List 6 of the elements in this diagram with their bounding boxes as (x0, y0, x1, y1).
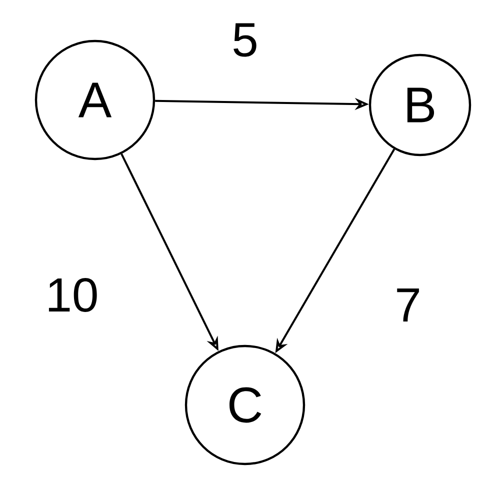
edge-label: 5 (230, 21, 260, 59)
circle-node: A (34, 40, 156, 160)
edge-label: 10 (43, 276, 101, 314)
circle-node: C (184, 344, 306, 466)
circle-node: B (368, 54, 472, 156)
edge-label: 7 (392, 286, 424, 324)
